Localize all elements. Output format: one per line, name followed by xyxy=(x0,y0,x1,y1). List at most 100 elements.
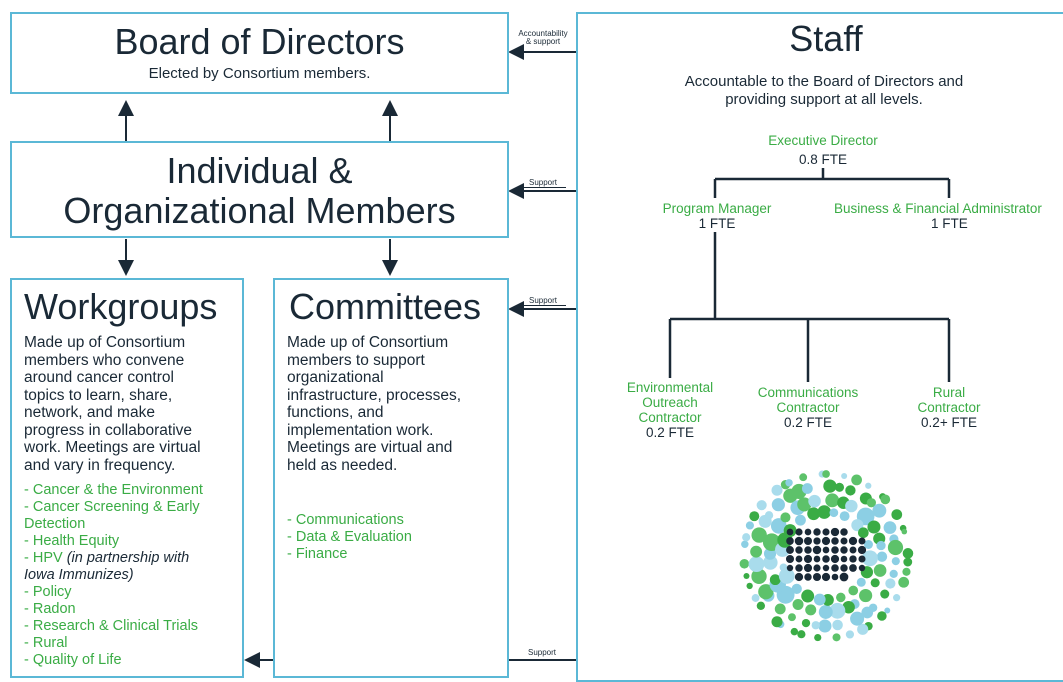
logo-center-dot xyxy=(804,528,812,536)
committees-list: - Communications - Data & Evaluation - F… xyxy=(287,512,507,563)
logo-center-dot xyxy=(822,528,830,536)
logo-dot xyxy=(902,567,911,576)
logo-dot xyxy=(825,493,840,508)
list-item: - Data & Evaluation xyxy=(287,529,412,545)
logo-center-dot xyxy=(812,572,822,582)
board-title: Board of Directors xyxy=(114,21,405,62)
list-item: Detection xyxy=(24,516,86,532)
logo-center-dot xyxy=(822,546,830,554)
logo-center-dot xyxy=(849,546,857,554)
logo-center-dot xyxy=(794,536,804,546)
logo-dot xyxy=(771,498,785,512)
logo-dot xyxy=(877,611,887,621)
logo-dot xyxy=(814,633,822,642)
logo-center-dot xyxy=(786,564,794,572)
logo-dot xyxy=(748,556,765,573)
logo-center-dot xyxy=(831,564,839,572)
logo-dot xyxy=(889,569,898,578)
logo-dot xyxy=(851,519,864,532)
logo-dot xyxy=(903,557,913,567)
logo-center-dot xyxy=(831,573,839,581)
logo-center-dot xyxy=(822,555,830,563)
logo-dot xyxy=(841,473,848,480)
committees-description: Made up of Consortium members to support… xyxy=(287,334,462,474)
logo-center-dot xyxy=(857,545,867,555)
list-item: Iowa Immunizes) xyxy=(24,567,134,583)
logo-dot xyxy=(902,548,914,559)
workgroups-description: Made up of Consortium members who conven… xyxy=(24,334,201,474)
logo-center-dot xyxy=(849,555,857,563)
logo-dot xyxy=(799,473,808,482)
logo-dot xyxy=(818,605,833,619)
list-item: - Communications xyxy=(287,512,404,528)
logo-dot xyxy=(880,589,890,599)
logo-center-dot xyxy=(803,563,813,573)
logo-dot xyxy=(749,511,760,522)
logo-center-dot xyxy=(830,554,840,564)
logo-dot xyxy=(887,539,904,556)
logo-center-dot xyxy=(786,537,794,545)
logo-center-dot xyxy=(803,554,813,564)
logo-dot xyxy=(856,577,866,587)
logo-center-dot xyxy=(822,564,830,572)
support-label-members: Support xyxy=(520,179,566,188)
logo-dot xyxy=(876,551,888,562)
logo-dot xyxy=(850,611,865,626)
logo-dot xyxy=(873,564,887,577)
committees-title: Committees xyxy=(289,286,482,327)
logo-center-dot xyxy=(785,554,795,564)
logo-dot xyxy=(870,578,880,588)
logo-dot xyxy=(791,583,802,595)
committees-box: Committees Made up of Consortium members… xyxy=(273,278,509,678)
logo-center-dot xyxy=(858,564,866,572)
logo-center-dot xyxy=(795,564,803,572)
logo-dot xyxy=(758,584,774,600)
logo-dot xyxy=(857,623,869,635)
logo-dot xyxy=(795,514,806,526)
logo-dot xyxy=(817,505,832,519)
logo-center-dot xyxy=(813,555,821,563)
logo-dot xyxy=(751,594,760,602)
workgroups-list: - Cancer & the Environment - Cancer Scre… xyxy=(24,482,242,669)
logo-dot xyxy=(901,528,908,535)
workgroups-title: Workgroups xyxy=(24,286,218,327)
logo-center-dot xyxy=(840,555,848,563)
logo-dot xyxy=(770,518,787,534)
logo-dot xyxy=(857,527,869,539)
logo-dot xyxy=(861,550,878,567)
logo-dot xyxy=(807,507,820,521)
logo-center-dot xyxy=(813,564,821,572)
logo-dot xyxy=(884,607,891,614)
logo-dot xyxy=(845,630,855,639)
consortium-dot-logo xyxy=(739,470,914,642)
logo-dot xyxy=(756,500,767,511)
business-financial-administrator: Business & Financial Administrator 1 FTE xyxy=(834,201,1042,231)
logo-dot xyxy=(745,521,754,530)
logo-dot xyxy=(832,619,843,631)
environmental-contractor: Environmental Outreach Contractor 0.2 FT… xyxy=(626,380,714,440)
list-item: - HPV (in partnership with xyxy=(24,550,190,566)
program-manager: Program Manager 1 FTE xyxy=(662,201,772,231)
logo-dot xyxy=(859,588,873,603)
logo-center-dot xyxy=(858,555,866,563)
list-item: - Research & Clinical Trials xyxy=(24,618,199,634)
logo-center-dot xyxy=(831,537,839,545)
rural-contractor: Rural Contractor 0.2+ FTE xyxy=(917,385,981,430)
staff-subtitle: Accountable to the Board of Directors an… xyxy=(684,73,964,108)
logo-dot xyxy=(769,574,781,586)
list-item: - Cancer Screening & Early xyxy=(24,499,200,515)
logo-dot xyxy=(883,521,897,534)
logo-dot xyxy=(867,520,881,534)
logo-dot xyxy=(891,509,903,520)
logo-dot xyxy=(751,527,767,543)
accountability-label: Accountability & support xyxy=(518,29,568,46)
logo-center-dot xyxy=(821,572,831,582)
logo-dot xyxy=(750,545,763,558)
logo-dot xyxy=(818,619,832,633)
logo-dot xyxy=(845,485,856,496)
list-item: - Policy xyxy=(24,584,72,600)
logo-dot xyxy=(864,540,873,549)
members-title: Individual & Organizational Members xyxy=(63,150,456,231)
logo-dot xyxy=(790,627,799,636)
logo-dot xyxy=(742,533,751,542)
